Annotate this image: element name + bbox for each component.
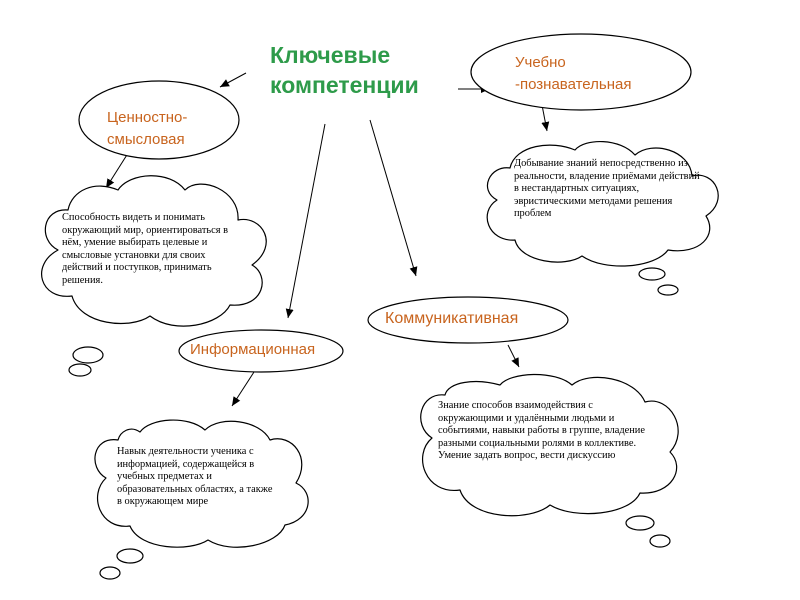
cognitive-label: Учебно -познавательная <box>515 52 631 96</box>
arrow-informational-to-cloud <box>231 371 255 407</box>
arrow-to-informational <box>285 123 326 319</box>
informational-cloud-bubble-large <box>116 548 144 564</box>
cognitive-label-line2: -познавательная <box>515 76 632 93</box>
value-description: Способность видеть и понимать окружающий… <box>62 212 229 286</box>
arrow-to-communicative <box>369 119 418 277</box>
value-cloud-bubble-small <box>68 363 92 377</box>
arrow-value-to-cloud <box>105 149 131 189</box>
page-title: Ключевые компетенции <box>270 40 450 100</box>
communicative-description: Знание способов взаимодействия с окружаю… <box>438 400 645 462</box>
cognitive-description: Добывание знаний непосредственно из реал… <box>514 158 700 220</box>
arrow-to-value <box>219 72 247 88</box>
informational-label: Информационная <box>190 341 316 358</box>
arrow-communicative-to-cloud <box>507 344 520 368</box>
communicative-label: Коммуникативная <box>385 310 519 327</box>
communicative-cloud-bubble-small <box>649 534 671 548</box>
arrow-cognitive-to-cloud <box>541 104 550 132</box>
value-ellipse <box>78 80 240 160</box>
value-label-line2: смысловая <box>107 131 185 148</box>
communicative-cloud-bubble-large <box>625 515 655 531</box>
cognitive-cloud <box>486 140 719 267</box>
informational-cloud-bubble-small <box>99 566 121 580</box>
cognitive-label-line1: Учебно <box>515 54 566 71</box>
cognitive-cloud-bubble-large <box>638 267 666 281</box>
value-cloud-bubble-large <box>72 346 104 364</box>
informational-description: Навык деятельности ученика с информацией… <box>117 446 273 508</box>
cognitive-ellipse <box>470 33 692 111</box>
cognitive-cloud-bubble-small <box>657 284 679 296</box>
title-line1: Ключевые <box>270 42 391 68</box>
informational-cloud <box>94 419 309 548</box>
value-cloud <box>41 175 267 327</box>
communicative-cloud <box>420 373 679 517</box>
value-label-line1: Ценностно- <box>107 109 188 126</box>
informational-ellipse <box>178 329 344 373</box>
communicative-ellipse <box>367 296 569 344</box>
title-line2: компетенции <box>270 72 419 98</box>
value-label: Ценностно- смысловая <box>107 107 187 151</box>
